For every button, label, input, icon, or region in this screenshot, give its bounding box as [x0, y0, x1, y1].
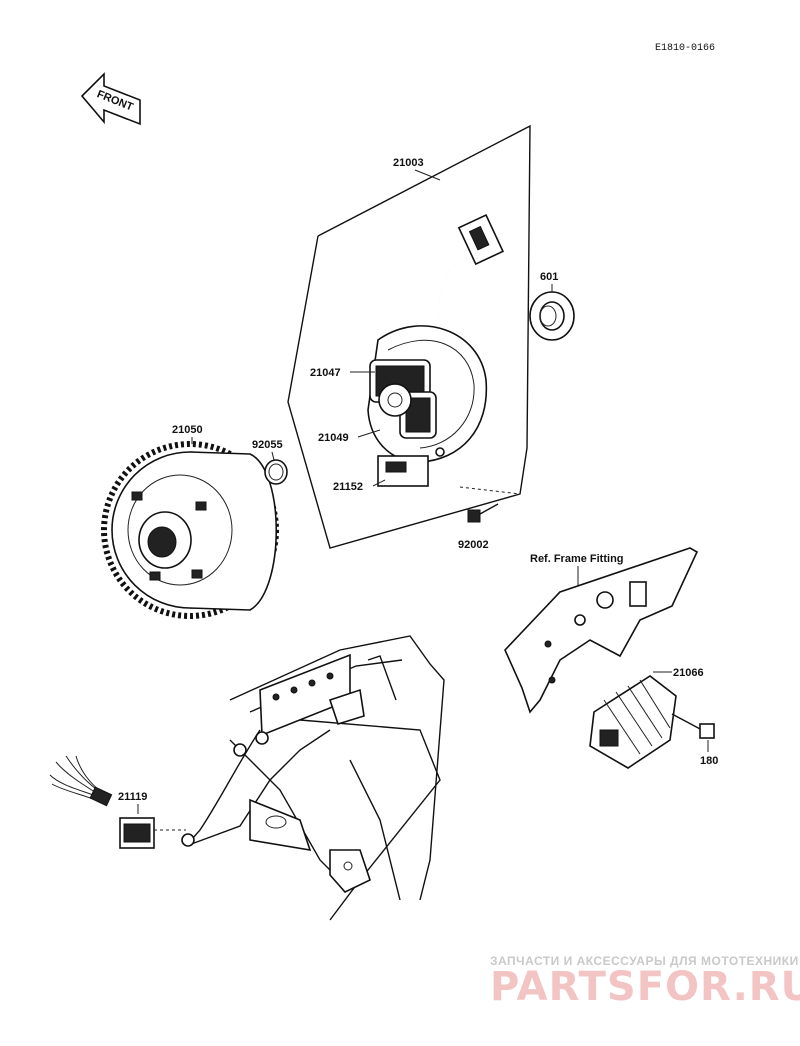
flywheel-rotor [101, 441, 279, 619]
stator-assembly [367, 214, 505, 487]
key-ring [264, 459, 288, 485]
watermark-brand: PARTSFOR.RU [490, 964, 800, 1010]
label-92055: 92055 [252, 439, 283, 451]
label-180: 180 [700, 755, 718, 767]
diagram-code: E1810-0166 [655, 43, 715, 54]
watermark-tagline: ЗАПЧАСТИ И АКСЕССУАРЫ ДЛЯ МОТОТЕХНИКИ [490, 954, 799, 968]
label-21003: 21003 [393, 157, 424, 169]
frame-fitting-bracket [504, 547, 699, 714]
label-92002: 92002 [458, 539, 489, 551]
ignition-unit [49, 755, 186, 849]
label-21049: 21049 [318, 432, 349, 444]
oil-seal [529, 291, 575, 341]
regulator [589, 675, 677, 769]
ref-frame-label: Ref. Frame Fitting [530, 553, 624, 565]
front-arrow-icon: FRONT [80, 72, 141, 126]
frame-structure [181, 635, 445, 921]
label-21119: 21119 [118, 791, 147, 803]
regulator-bolt [671, 713, 715, 739]
label-21066: 21066 [673, 667, 704, 679]
label-21050: 21050 [172, 424, 203, 436]
label-21152: 21152 [333, 481, 363, 493]
label-601: 601 [540, 271, 558, 283]
label-21047: 21047 [310, 367, 341, 379]
screw [467, 503, 499, 523]
